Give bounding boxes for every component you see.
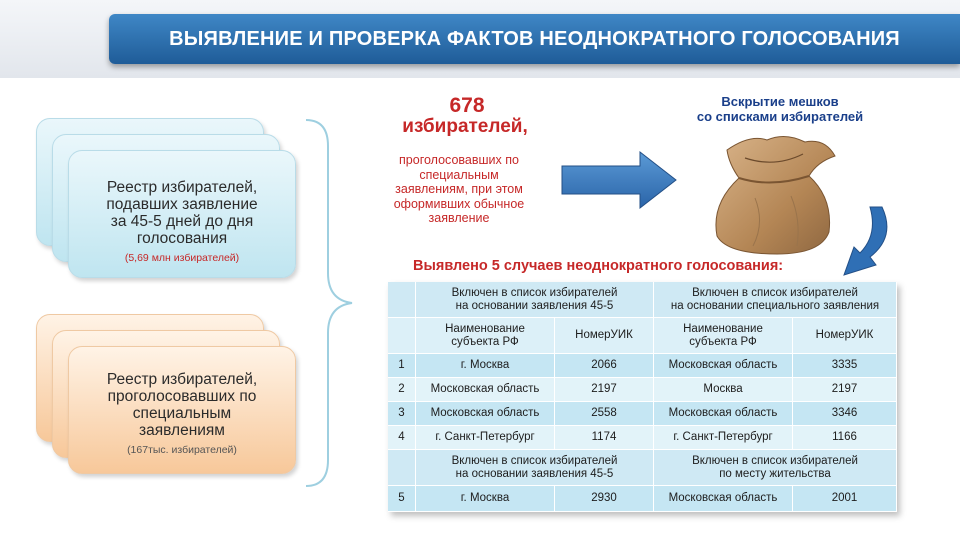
duplicate-votes-table: Включен в список избирателей на основани… (388, 282, 897, 512)
cell-uik-b: 3346 (793, 402, 897, 426)
header-text: Включен в список избирателей (451, 454, 618, 467)
header-text: на основании заявления 45-5 (455, 467, 614, 480)
column-region-a: Наименование субъекта РФ (416, 318, 555, 354)
registry-special-line-4: заявлениям (139, 422, 225, 439)
registry-45-5-line-3: за 45-5 дней до дня (110, 213, 254, 230)
header-text: Наименование (445, 322, 525, 335)
table-header-number-3 (388, 450, 416, 486)
column-region-b: Наименование субъекта РФ (654, 318, 793, 354)
cell-uik-a: 1174 (555, 426, 654, 450)
cell-uik-b: 3335 (793, 354, 897, 378)
voters-description: проголосовавших по специальным заявления… (368, 153, 550, 226)
cell-region-b: Московская область (654, 486, 793, 512)
column-uik-a: НомерУИК (555, 318, 654, 354)
cell-region-b: Московская область (654, 354, 793, 378)
registry-45-5-line-4: голосования (136, 230, 228, 247)
cell-uik-a: 2066 (555, 354, 654, 378)
cell-region-a: Московская область (416, 402, 555, 426)
row-number: 4 (388, 426, 416, 450)
found-cases-heading: Выявлено 5 случаев неоднократного голосо… (413, 258, 784, 274)
registry-special-count: (167тыс. избирателей) (127, 444, 237, 456)
row-number: 5 (388, 486, 416, 512)
header-text: Наименование (683, 322, 763, 335)
cell-uik-b: 2197 (793, 378, 897, 402)
table-header-group-a: Включен в список избирателей на основани… (416, 282, 654, 318)
header-text: субъекта РФ (451, 335, 519, 348)
arrow-right-icon (561, 150, 677, 210)
cell-region-a: г. Москва (416, 486, 555, 512)
burlap-sack-icon (715, 136, 836, 255)
registry-45-5-line-2: подавших заявление (106, 196, 258, 213)
voters-description-line: оформивших обычное (393, 196, 525, 211)
header-text: субъекта РФ (689, 335, 757, 348)
header-text: Включен в список избирателей (692, 454, 858, 467)
registry-45-5-card: Реестр избирателей, подавших заявление з… (68, 150, 296, 278)
cell-uik-b: 1166 (793, 426, 897, 450)
table-header-number-2 (388, 318, 416, 354)
title-banner: ВЫЯВЛЕНИЕ И ПРОВЕРКА ФАКТОВ НЕОДНОКРАТНО… (109, 14, 960, 64)
cell-uik-a: 2930 (555, 486, 654, 512)
row-number: 2 (388, 378, 416, 402)
curly-brace-icon (305, 119, 353, 487)
column-uik-b: НомерУИК (793, 318, 897, 354)
bag-caption: Вскрытие мешков со списками избирателей (660, 94, 900, 124)
voters-description-line: заявлениям, при этом (395, 182, 523, 196)
registry-special-line-3: специальным (132, 405, 232, 422)
curved-arrow-icon (843, 206, 888, 276)
cell-region-a: г. Москва (416, 354, 555, 378)
registry-45-5-line-1: Реестр избирателей, (106, 179, 258, 196)
voters-description-line: специальным (419, 167, 499, 182)
row-number: 3 (388, 402, 416, 426)
cell-uik-a: 2558 (555, 402, 654, 426)
cell-region-b: г. Санкт-Петербург (654, 426, 793, 450)
registry-45-5-count: (5,69 млн избирателей) (124, 252, 240, 264)
table-header-number (388, 282, 416, 318)
header-text: по месту жительства (719, 467, 831, 480)
header-text: Включен в список избирателей (451, 286, 618, 299)
page-title: ВЫЯВЛЕНИЕ И ПРОВЕРКА ФАКТОВ НЕОДНОКРАТНО… (169, 28, 900, 50)
voters-description-line: заявление (428, 211, 490, 225)
voters-description-line: проголосовавших по (399, 153, 519, 167)
cell-region-a: Московская область (416, 378, 555, 402)
registry-special-line-1: Реестр избирателей, (106, 371, 258, 388)
row-number: 1 (388, 354, 416, 378)
header-text: на основании специального заявления (670, 299, 880, 312)
voters-label: избирателей, (402, 116, 528, 137)
cell-region-b: Москва (654, 378, 793, 402)
header-text: на основании заявления 45-5 (455, 299, 614, 312)
cell-uik-a: 2197 (555, 378, 654, 402)
table-header-group-d: Включен в список избирателей по месту жи… (654, 450, 897, 486)
cell-uik-b: 2001 (793, 486, 897, 512)
voters-number: 678 (449, 94, 485, 117)
table-header-group-b: Включен в список избирателей на основани… (654, 282, 897, 318)
header-text: Включен в список избирателей (692, 286, 858, 299)
cell-region-b: Московская область (654, 402, 793, 426)
cell-region-a: г. Санкт-Петербург (416, 426, 555, 450)
bag-caption-line: Вскрытие мешков (721, 94, 839, 109)
registry-special-line-2: проголосовавших по (107, 388, 257, 405)
bag-caption-line: со списками избирателей (696, 109, 864, 124)
registry-special-card: Реестр избирателей, проголосовавших по с… (68, 346, 296, 474)
table-header-group-c: Включен в список избирателей на основани… (416, 450, 654, 486)
